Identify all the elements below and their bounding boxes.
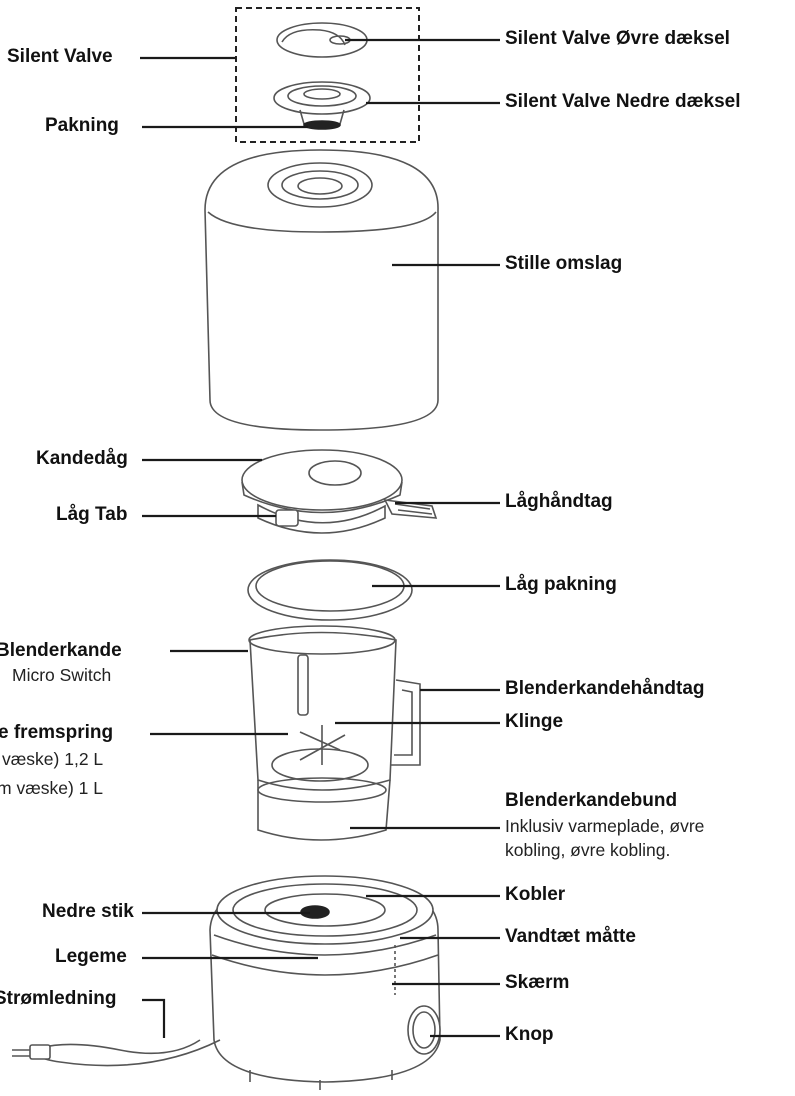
label-vaeske-1-2: væske) 1,2 L — [2, 749, 104, 769]
label-bund-desc-1: Inklusiv varmeplade, øvre — [505, 816, 705, 836]
label-pakning: Pakning — [45, 115, 119, 136]
label-vandtaet-matte: Vandtæt måtte — [505, 926, 636, 947]
label-ovre-daeksel: Silent Valve Øvre dæksel — [505, 28, 730, 49]
label-vaeske-1: m væske) 1 L — [0, 778, 103, 798]
silent-valve-box — [235, 7, 420, 143]
label-blenderkandebund: Blenderkandebund — [505, 790, 678, 811]
label-kobler: Kobler — [505, 884, 566, 905]
label-legeme: Legeme — [55, 946, 127, 967]
label-laghandtag: Låghåndtag — [505, 491, 613, 512]
label-nedre-stik: Nedre stik — [42, 901, 134, 922]
label-blenderkandehandtag: Blenderkandehåndtag — [505, 678, 705, 699]
label-micro-switch: Micro Switch — [12, 665, 112, 685]
silent-valve-lower-cover — [273, 81, 371, 130]
label-fremspring: e fremspring — [0, 722, 114, 743]
label-nedre-daeksel: Silent Valve Nedre dæksel — [505, 91, 741, 112]
label-kandedag: Kandedåg — [36, 448, 128, 469]
label-lag-tab: Låg Tab — [56, 504, 128, 525]
jar-lid — [241, 449, 438, 534]
label-stille-omslag: Stille omslag — [505, 253, 623, 274]
label-lag-pakning: Låg pakning — [505, 574, 617, 595]
label-stromledning: Strømledning — [0, 988, 117, 1009]
label-klinge: Klinge — [505, 711, 564, 732]
leader-stromledning — [142, 998, 166, 1038]
label-bund-desc-2: kobling, øvre kobling. — [505, 840, 671, 860]
label-knop: Knop — [505, 1024, 554, 1045]
lid-gasket — [247, 559, 413, 621]
power-cord — [12, 1039, 221, 1067]
label-blenderkande: Blenderkande — [0, 640, 122, 661]
label-skaerm: Skærm — [505, 972, 570, 993]
blender-jar — [248, 625, 421, 841]
label-silent-valve: Silent Valve — [7, 46, 113, 67]
base-body — [209, 875, 441, 1090]
silent-cover-shell — [204, 149, 439, 431]
